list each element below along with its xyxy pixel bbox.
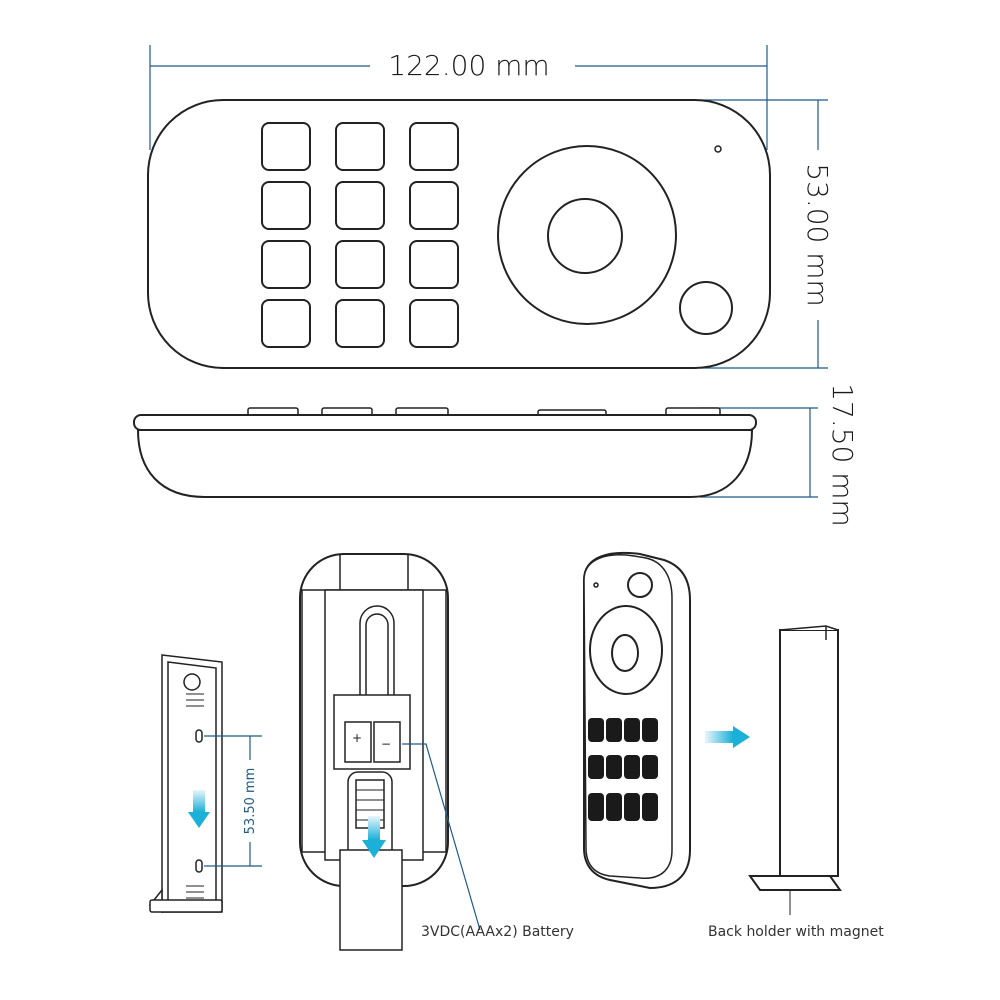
battery-label: 3VDC(AAAx2) Battery xyxy=(421,924,574,940)
height-label: 53.00 mm xyxy=(801,163,834,307)
depth-dimension: 17.50 mm xyxy=(700,383,859,527)
key-7 xyxy=(261,240,311,289)
down-arrow-icon xyxy=(362,816,386,858)
width-label: 122.00 mm xyxy=(388,49,549,82)
key-2 xyxy=(335,122,385,171)
key-12 xyxy=(409,299,459,348)
remote-front-view xyxy=(147,99,771,369)
key-3 xyxy=(409,122,459,171)
key-4 xyxy=(261,181,311,230)
angled-center-button xyxy=(611,634,639,672)
holder-label: Back holder with magnet xyxy=(708,924,884,940)
key-1 xyxy=(261,122,311,171)
right-arrow-icon xyxy=(705,726,750,748)
remote-side-view xyxy=(133,407,757,498)
indicator-led xyxy=(714,145,722,153)
plus-sign: + xyxy=(352,731,362,745)
key-6 xyxy=(409,181,459,230)
center-button xyxy=(547,198,623,274)
minus-sign: − xyxy=(381,737,391,751)
remote-back-view: + − 3VDC(AAAx2) Battery xyxy=(299,553,574,951)
width-dimension: 122.00 mm xyxy=(149,45,768,150)
key-8 xyxy=(335,240,385,289)
depth-label: 17.50 mm xyxy=(826,383,859,527)
height-dimension: 53.00 mm xyxy=(700,99,834,369)
keypad-grid xyxy=(261,122,459,348)
key-10 xyxy=(261,299,311,348)
back-holder: Back holder with magnet xyxy=(708,625,884,940)
key-9 xyxy=(409,240,459,289)
angled-power-button xyxy=(627,572,653,598)
remote-angled-view xyxy=(583,551,691,890)
angled-keypad xyxy=(588,718,658,821)
key-11 xyxy=(335,299,385,348)
battery-cover: 53.50 mm xyxy=(148,654,262,914)
down-arrow-icon xyxy=(188,790,210,828)
power-button xyxy=(679,281,733,335)
battery-spacing-label: 53.50 mm xyxy=(243,768,258,835)
key-5 xyxy=(335,181,385,230)
